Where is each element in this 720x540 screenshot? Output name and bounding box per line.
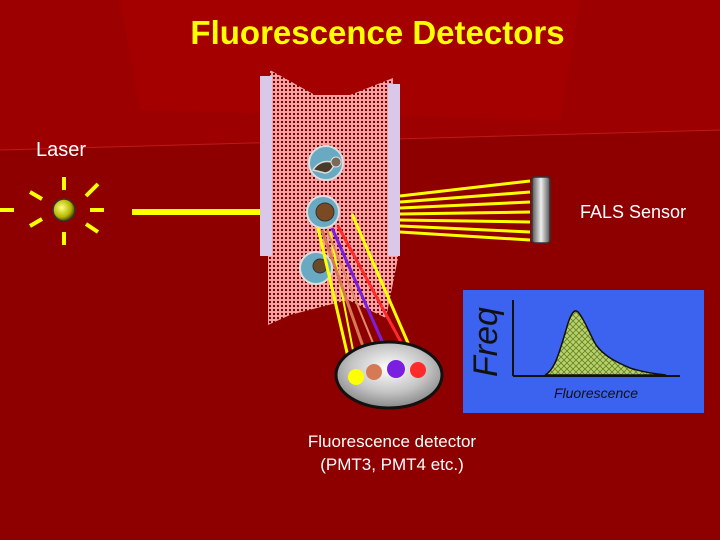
laser-label: Laser — [36, 139, 87, 161]
slide-title: Fluorescence Detectors — [190, 14, 565, 51]
histogram-ylabel: Freq — [467, 307, 505, 377]
cell-illuminated — [306, 195, 340, 229]
detector-label: Fluorescence detector (PMT3, PMT4 etc.) — [262, 430, 522, 476]
detector-label-line2: (PMT3, PMT4 etc.) — [320, 455, 464, 474]
cell-upper — [308, 145, 344, 181]
fluorescence-detector — [334, 340, 444, 410]
laser-source — [0, 177, 104, 245]
background-shading — [0, 0, 720, 151]
detector-label-line1: Fluorescence detector — [307, 432, 477, 451]
fals-sensor-label: FALS Sensor — [580, 202, 687, 222]
forward-scatter-rays — [399, 179, 531, 242]
histogram-xlabel: Fluorescence — [554, 385, 638, 401]
fluorescence-histogram: Freq Fluorescence — [463, 290, 704, 413]
fals-sensor — [531, 176, 551, 244]
